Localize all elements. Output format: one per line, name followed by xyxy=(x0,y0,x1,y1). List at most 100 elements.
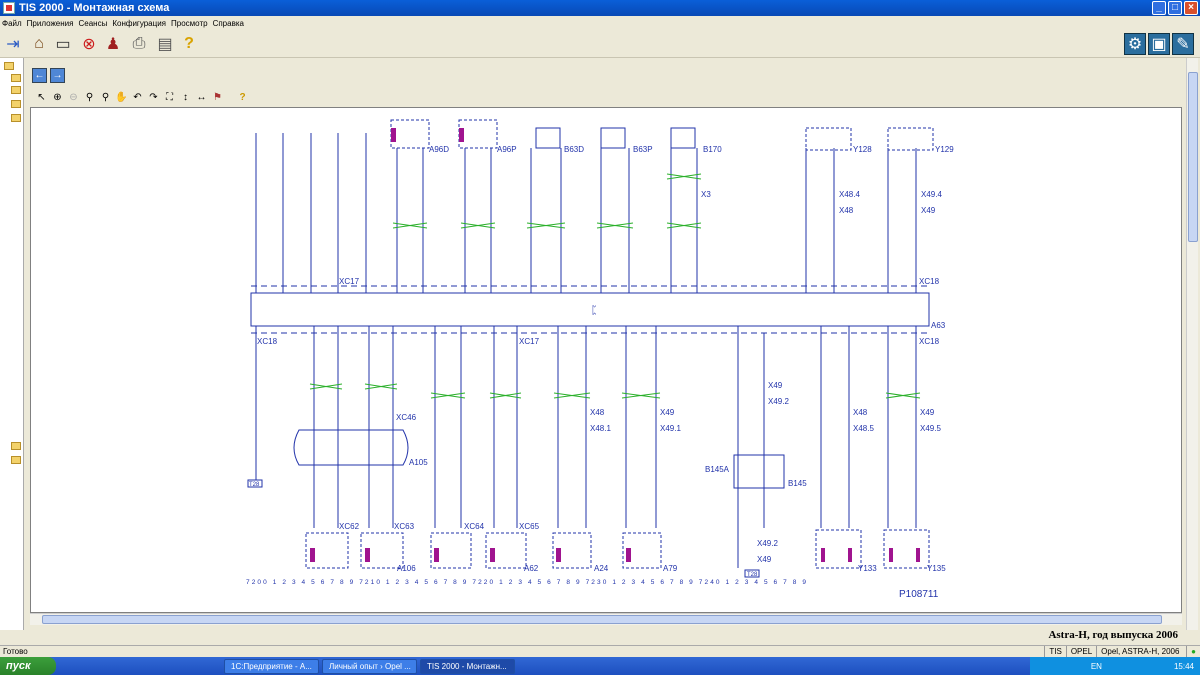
zoom-out-icon[interactable]: ⊖ xyxy=(69,92,78,103)
connector-xc63: XC63 xyxy=(394,522,415,531)
diagram-canvas[interactable]: ᛈ A63 XC17 XC18 XC18 XC17 XC18 A96D A96P… xyxy=(30,107,1182,613)
inline-x3: X3 xyxy=(701,190,711,199)
mid-x48-r: X48 xyxy=(853,408,868,417)
connector-xc18-top: XC18 xyxy=(919,277,940,286)
vertical-scrollbar[interactable] xyxy=(1186,58,1198,630)
fit-page-icon[interactable]: ⛶ xyxy=(166,92,173,103)
folder-icon[interactable] xyxy=(11,100,21,108)
task-tis[interactable]: TIS 2000 - Монтажн... xyxy=(420,658,515,674)
folder-icon[interactable] xyxy=(11,114,21,122)
task-1c[interactable]: 1С:Предприятие - А... xyxy=(224,658,319,674)
minimize-button[interactable]: _ xyxy=(1152,1,1166,15)
vehicle-caption: Astra-H, год выпуска 2006 xyxy=(1048,629,1178,641)
tools-icon[interactable]: ✎ xyxy=(1172,33,1194,55)
mid-x49: X49 xyxy=(660,408,675,417)
user-icon[interactable]: ♟ xyxy=(105,36,121,53)
inline-x49-4: X49.4 xyxy=(921,190,942,199)
close-button[interactable]: × xyxy=(1184,1,1198,15)
fit-height-icon[interactable]: ↕ xyxy=(183,92,188,103)
fit-width-icon[interactable]: ↔ xyxy=(196,92,207,103)
folder-icon[interactable] xyxy=(4,62,14,70)
component-a96d: A96D xyxy=(429,145,449,154)
menu-file[interactable]: Файл xyxy=(2,18,22,28)
bottom-x49: X49 xyxy=(757,555,772,564)
scroll-thumb[interactable] xyxy=(1188,72,1198,242)
home-icon[interactable]: ⌂ xyxy=(34,35,44,52)
zoom-area-icon[interactable]: ⚲ xyxy=(101,92,110,103)
component-a62: A62 xyxy=(524,564,539,573)
component-a96p: A96P xyxy=(497,145,517,154)
main-toolbar: ⇥ ⌂ ▭ ⊗ ♟ ⎙ ▤ ? ⚙ ▣ ✎ xyxy=(0,30,1200,58)
car-icon[interactable]: ▣ xyxy=(1148,33,1170,55)
connector-xc17-bottom: XC17 xyxy=(519,337,540,346)
menu-bar: Файл Приложения Сеансы Конфигурация Прос… xyxy=(0,16,1200,30)
vehicle-icon[interactable]: ▭ xyxy=(55,36,71,53)
connector-xc62: XC62 xyxy=(339,522,360,531)
status-ok-icon: ● xyxy=(1186,645,1200,658)
folder-icon[interactable] xyxy=(11,74,21,82)
folder-icon[interactable] xyxy=(11,86,21,94)
component-a106: A106 xyxy=(397,564,416,573)
connector-xc18-bottom-right: XC18 xyxy=(919,337,940,346)
diagnostics-icon[interactable]: ⚙ xyxy=(1124,33,1146,55)
connector-xc17-top: XC17 xyxy=(339,277,360,286)
scroll-thumb[interactable] xyxy=(42,615,1162,624)
highlight-icon[interactable]: ⚑ xyxy=(213,92,222,103)
connector-xc46: XC46 xyxy=(396,413,417,422)
zoom-icon[interactable]: ⚲ xyxy=(85,92,94,103)
status-text: Готово xyxy=(3,647,28,656)
menu-apps[interactable]: Приложения xyxy=(26,18,74,28)
nav-bar: ← → xyxy=(26,66,1186,88)
print-icon[interactable]: ⎙ xyxy=(132,35,146,52)
tree-panel[interactable] xyxy=(0,58,24,630)
component-y128: Y128 xyxy=(853,145,872,154)
menu-config[interactable]: Конфигурация xyxy=(112,18,167,28)
cancel-icon[interactable]: ⊗ xyxy=(82,36,96,53)
mid-x49-r: X49 xyxy=(920,408,935,417)
system-tray: EN 15:44 xyxy=(1030,657,1200,675)
pan-icon[interactable]: ✋ xyxy=(115,92,128,103)
help-icon[interactable]: ? xyxy=(184,35,194,52)
bottom-scale: 7200 1 2 3 4 5 6 7 8 9 7210 1 2 3 4 5 6 … xyxy=(246,579,806,586)
inline-x48: X48 xyxy=(839,206,854,215)
status-tis: TIS xyxy=(1044,645,1065,658)
wiring-diagram: ᛈ A63 XC17 XC18 XC18 XC17 XC18 A96D A96P… xyxy=(246,119,954,600)
status-vehicle: Opel, ASTRA-H, 2006 xyxy=(1096,645,1186,658)
inline-x49: X49 xyxy=(921,206,936,215)
task-browser[interactable]: Личный опыт › Opel ... xyxy=(322,658,417,674)
clock: 15:44 xyxy=(1173,661,1194,671)
bottom-x49-2: X49.2 xyxy=(757,539,778,548)
mid-x49-b: X49 xyxy=(768,381,783,390)
language-indicator[interactable]: EN xyxy=(1090,661,1102,671)
status-bar: Готово TIS OPEL Opel, ASTRA-H, 2006 ● xyxy=(0,645,1200,658)
title-bar[interactable]: TIS 2000 - Монтажная схема _ □ × xyxy=(0,0,1200,16)
mid-x48-5: X48.5 xyxy=(853,424,874,433)
rotate-left-icon[interactable]: ↶ xyxy=(133,92,142,103)
menu-sessions[interactable]: Сеансы xyxy=(78,18,108,28)
ecu-label: A63 xyxy=(931,321,946,330)
rotate-right-icon[interactable]: ↷ xyxy=(149,92,158,103)
component-b63p: B63P xyxy=(633,145,653,154)
connector-xc64: XC64 xyxy=(464,522,485,531)
folder-icon[interactable] xyxy=(11,442,21,450)
zoom-in-icon[interactable]: ⊕ xyxy=(53,92,62,103)
connector-xc65: XC65 xyxy=(519,522,540,531)
book-icon[interactable]: ▤ xyxy=(157,36,173,53)
component-a79: A79 xyxy=(663,564,678,573)
forward-button[interactable]: → xyxy=(50,68,65,83)
mid-x49-5: X49.5 xyxy=(920,424,941,433)
menu-help[interactable]: Справка xyxy=(212,18,244,28)
back-button[interactable]: ← xyxy=(32,68,47,83)
menu-view[interactable]: Просмотр xyxy=(171,18,208,28)
folder-icon[interactable] xyxy=(11,456,21,464)
horizontal-scrollbar[interactable] xyxy=(30,613,1182,625)
exit-icon[interactable]: ⇥ xyxy=(6,36,20,53)
start-button[interactable]: пуск xyxy=(0,657,56,675)
mid-x49-2: X49.2 xyxy=(768,397,789,406)
pointer-icon[interactable]: ↖ xyxy=(37,92,46,103)
maximize-button[interactable]: □ xyxy=(1168,1,1182,15)
diagram-help-icon[interactable]: ? xyxy=(239,92,246,103)
inline-x48-4: X48.4 xyxy=(839,190,860,199)
component-y135: Y135 xyxy=(927,564,946,573)
